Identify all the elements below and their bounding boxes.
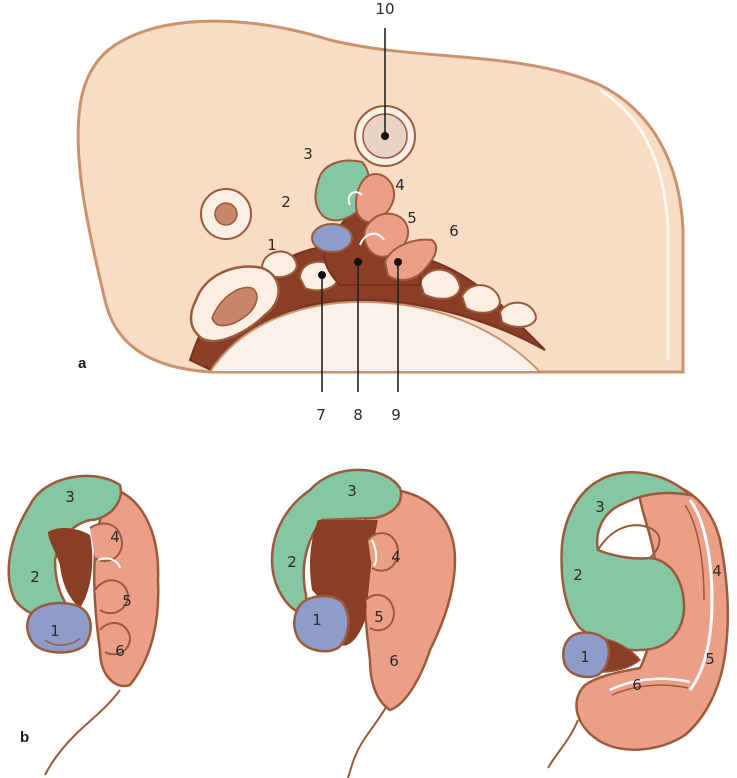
arch-label-2: 2: [281, 193, 291, 211]
arch-label-3: 3: [303, 145, 313, 163]
stage3-label-6: 6: [632, 676, 642, 694]
arch-label-4: 4: [395, 176, 405, 194]
leader-label-8: 8: [353, 406, 363, 424]
leader-label-7: 7: [316, 406, 326, 424]
stage1-label-4: 4: [110, 528, 120, 546]
leader-dots: [318, 132, 402, 279]
stage3-hillock-1: [562, 631, 610, 679]
ear-stage-3: 1 2 3 4 5 6: [547, 471, 729, 769]
pharynx-cavity: [208, 300, 543, 373]
stage3-label-5: 5: [705, 650, 715, 668]
stage3-label-2: 2: [573, 566, 583, 584]
panel-b: 1 2 3 4 5 6 1 2 3 4 5 6: [7, 468, 729, 778]
leader-lines: [321, 28, 399, 392]
hillock-1: [311, 223, 353, 253]
stage3-label-1: 1: [580, 648, 590, 666]
stage3-label-3: 3: [595, 498, 605, 516]
stage2-label-6: 6: [389, 652, 399, 670]
auricular-hillocks: [311, 159, 438, 286]
stage3-label-4: 4: [712, 562, 722, 580]
stage2-label-4: 4: [391, 548, 401, 566]
arch-swellings: [260, 250, 538, 328]
leader-label-10: 10: [375, 0, 394, 18]
stage1-label-5: 5: [122, 592, 132, 610]
panel-a: 10 7 8 9 1 2 3 4 5 6 a: [76, 0, 685, 424]
leader-label-9: 9: [391, 406, 401, 424]
stage1-label-6: 6: [115, 642, 125, 660]
arch-label-5: 5: [407, 209, 417, 227]
stage1-hillock-1: [26, 601, 92, 654]
stage1-label-2: 2: [30, 568, 40, 586]
arch-label-6: 6: [449, 222, 459, 240]
panel-a-label: a: [78, 355, 87, 372]
panel-b-label: b: [20, 729, 29, 746]
ear-stage-1: 1 2 3 4 5 6: [7, 474, 160, 776]
stage2-label-1: 1: [312, 611, 322, 629]
stage1-label-1: 1: [50, 622, 60, 640]
stage1-label-3: 3: [65, 488, 75, 506]
stage2-hillock-1: [293, 594, 350, 653]
stage2-label-2: 2: [287, 553, 297, 571]
stage2-label-5: 5: [374, 608, 384, 626]
ear-stage-2: 1 2 3 4 5 6: [270, 468, 457, 778]
head-highlight: [599, 88, 670, 360]
arch-label-1: 1: [267, 236, 277, 254]
stage2-label-3: 3: [347, 482, 357, 500]
optic-placode: [200, 188, 252, 240]
